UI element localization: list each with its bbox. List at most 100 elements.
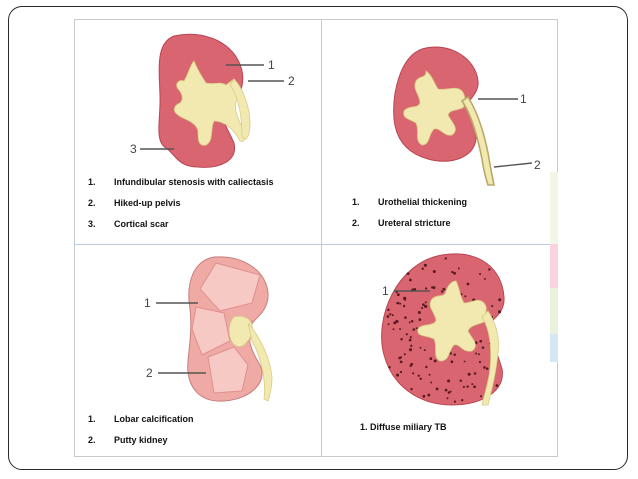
miliary-nodule: [475, 352, 478, 355]
kidney-diagram: 1 2 3: [130, 33, 295, 168]
miliary-nodule: [478, 360, 482, 364]
miliary-nodule: [412, 328, 416, 331]
renal-pelvis: [228, 315, 253, 347]
miliary-nodule: [473, 372, 477, 375]
ureter: [229, 78, 251, 140]
miliary-nodule: [484, 278, 486, 280]
miliary-nodule: [477, 353, 480, 356]
callout-label: 2: [534, 158, 541, 172]
miliary-nodule: [449, 352, 452, 355]
ureter: [460, 95, 495, 186]
miliary-nodule: [479, 273, 482, 276]
miliary-nodule: [463, 360, 466, 363]
miliary-nodule: [412, 372, 415, 375]
callout-label: 1: [144, 296, 151, 310]
miliary-nodule: [432, 269, 436, 274]
miliary-nodule: [417, 374, 420, 377]
miliary-nodule: [435, 387, 439, 391]
miliary-nodule: [409, 278, 412, 282]
legend-number: 1.: [88, 414, 96, 424]
kidney-diagram: 1: [381, 253, 505, 406]
miliary-nodule: [403, 353, 406, 356]
miliary-nodule: [459, 379, 462, 382]
callout-label: 1: [268, 58, 275, 72]
miliary-nodule: [427, 393, 431, 397]
miliary-nodule: [467, 372, 471, 376]
miliary-nodule: [483, 366, 486, 369]
legend: 1.Lobar calcification 2.Putty kidney: [88, 409, 194, 451]
callout-arrow: [493, 162, 533, 168]
renal-pelvis: [403, 70, 466, 146]
legend-number: 2.: [88, 198, 96, 208]
miliary-nodule: [444, 388, 448, 392]
miliary-nodule: [419, 346, 422, 349]
miliary-nodule: [410, 362, 414, 366]
miliary-nodule: [424, 287, 428, 290]
legend-number: 1.: [88, 177, 96, 187]
miliary-nodule: [495, 384, 499, 387]
legend: 1. Diffuse miliary TB: [360, 417, 447, 438]
miliary-nodule: [449, 390, 452, 393]
miliary-nodule: [488, 268, 491, 271]
miliary-nodule: [393, 321, 397, 325]
miliary-nodule: [395, 373, 400, 377]
legend-text: Infundibular stenosis with caliectasis: [114, 177, 274, 187]
miliary-nodule: [462, 385, 465, 388]
miliary-nodule: [396, 301, 400, 305]
color-strip-segment: [550, 334, 558, 362]
legend-text: Ureteral stricture: [378, 218, 451, 228]
legend-text: Urothelial thickening: [378, 197, 468, 207]
miliary-nodule: [464, 295, 467, 298]
calcified-lobe: [207, 346, 249, 394]
miliary-nodule: [479, 395, 483, 398]
miliary-nodule: [408, 338, 412, 342]
legend-item: 1.Urothelial thickening: [352, 192, 467, 213]
legend: 1. Infundibular stenosis with caliectasis…: [88, 172, 274, 235]
miliary-nodule: [466, 282, 470, 286]
miliary-nodule: [471, 383, 474, 385]
miliary-nodule: [447, 391, 451, 394]
miliary-nodule: [446, 397, 449, 400]
miliary-nodule: [430, 381, 433, 384]
callout-label: 1: [520, 92, 527, 106]
miliary-nodule: [408, 321, 411, 324]
miliary-nodule: [450, 360, 454, 364]
panel-infundibular-stenosis: 1 2 3 1. Infundibular stenosis with calie…: [74, 19, 321, 244]
miliary-nodule: [396, 293, 400, 297]
miliary-nodule: [421, 307, 424, 310]
miliary-nodule: [447, 379, 451, 383]
miliary-nodule: [404, 316, 407, 319]
miliary-nodule: [485, 367, 489, 370]
miliary-nodule: [392, 328, 395, 331]
miliary-nodule: [399, 328, 401, 331]
kidney-diagram: 1 2: [393, 46, 541, 186]
miliary-nodule: [409, 336, 412, 339]
miliary-nodule: [387, 308, 390, 312]
miliary-nodule: [433, 359, 437, 363]
miliary-nodule: [453, 271, 456, 275]
miliary-nodule: [481, 346, 485, 349]
legend-item: 1. Diffuse miliary TB: [360, 417, 447, 438]
kidney-diagram: 1 2: [144, 256, 273, 402]
miliary-nodule: [410, 344, 413, 348]
miliary-nodule: [415, 327, 418, 330]
miliary-nodule: [453, 353, 456, 357]
miliary-nodule: [466, 385, 469, 388]
miliary-nodule: [410, 319, 414, 323]
miliary-nodule: [398, 356, 402, 360]
miliary-nodule: [399, 302, 402, 305]
miliary-nodule: [403, 296, 407, 300]
miliary-nodule: [422, 394, 426, 398]
legend-number: 3.: [88, 219, 96, 229]
color-strip-segment: [550, 172, 558, 244]
color-strip-segment: [550, 244, 558, 288]
miliary-nodule: [408, 348, 413, 352]
miliary-nodule: [425, 365, 428, 369]
miliary-nodule: [389, 313, 392, 316]
legend-item: 1.Lobar calcification: [88, 409, 194, 430]
miliary-nodule: [395, 319, 399, 323]
miliary-nodule: [491, 304, 494, 308]
miliary-nodule: [399, 370, 403, 374]
miliary-nodule: [422, 303, 425, 306]
grid-divider-horizontal: [74, 244, 558, 245]
